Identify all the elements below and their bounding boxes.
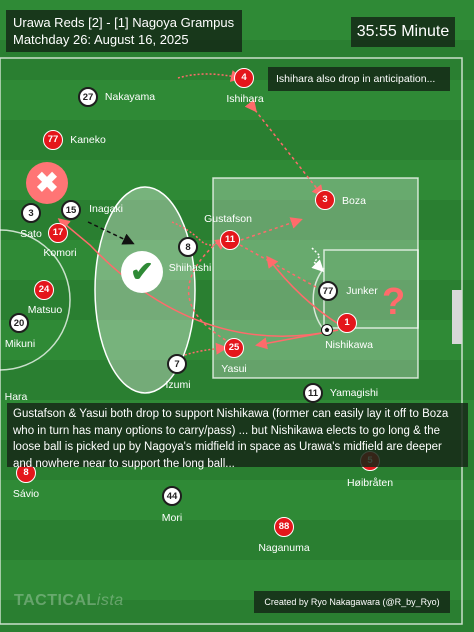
player-gustafson: 11	[220, 230, 240, 250]
player-kaneko: 77	[43, 130, 63, 150]
player-savio-name: Sávio	[12, 488, 40, 500]
tacticalista-logo: TACTICALista	[14, 592, 124, 609]
match-date: Matchday 26: August 16, 2025	[13, 32, 189, 47]
player-ishihara: 4	[234, 68, 254, 88]
player-inagaki: 15	[61, 200, 81, 220]
player-naganuma: 88	[274, 517, 294, 537]
player-naganuma-name: Naganuma	[258, 542, 310, 554]
player-hoibraten-name: Høibråten	[346, 477, 394, 489]
player-izumi-name: Izumi	[165, 379, 191, 391]
player-komori-name: Komori	[43, 247, 77, 259]
player-hara-name: Hara	[4, 391, 28, 403]
player-junker: 77	[318, 281, 338, 301]
x-icon: ✖	[26, 162, 68, 204]
annotation-top: Ishihara also drop in anticipation...	[268, 67, 450, 91]
player-matsuo: 24	[34, 280, 54, 300]
player-yamagishi: 11	[303, 383, 323, 403]
player-kaneko-name: Kaneko	[70, 134, 106, 146]
match-score: Urawa Reds [2] - [1] Nagoya Grampus	[13, 15, 235, 30]
player-yasui-name: Yasui	[221, 363, 247, 375]
caption-text: Gustafson & Yasui both drop to support N…	[7, 403, 468, 470]
player-nishikawa-name: Nishikawa	[325, 339, 373, 351]
player-mikuni-name: Mikuni	[4, 338, 36, 350]
match-title: Urawa Reds [2] - [1] Nagoya Grampus Matc…	[6, 10, 243, 52]
player-mori-name: Mori	[161, 512, 183, 524]
player-shiihashi: 8	[178, 237, 198, 257]
player-yamagishi-name: Yamagishi	[329, 387, 379, 399]
player-boza: 3	[315, 190, 335, 210]
player-sato-name: Sato	[20, 228, 42, 240]
player-inagaki-name: Inagaki	[89, 203, 123, 215]
soccer-ball-icon	[321, 324, 333, 336]
check-icon: ✔	[121, 251, 163, 293]
player-mori: 44	[162, 486, 182, 506]
player-yasui: 25	[224, 338, 244, 358]
player-nakayama: 27	[78, 87, 98, 107]
credit-text: Created by Ryo Nakagawara (@R_by_Ryo)	[254, 591, 450, 613]
player-ishihara-name: Ishihara	[226, 93, 264, 105]
player-komori: 17	[48, 223, 68, 243]
match-clock: 35:55 Minute	[351, 17, 455, 47]
player-matsuo-name: Matsuo	[27, 304, 63, 316]
player-sato: 3	[21, 203, 41, 223]
question-mark-icon: ?	[382, 281, 406, 323]
player-boza-name: Boza	[342, 195, 366, 207]
player-gustafson-name: Gustafson	[204, 213, 252, 225]
player-izumi: 7	[167, 354, 187, 374]
player-nishikawa: 1	[337, 313, 357, 333]
player-shiihashi-name: Shiihashi	[168, 262, 212, 274]
player-nakayama-name: Nakayama	[104, 91, 156, 103]
player-junker-name: Junker	[346, 285, 378, 297]
player-mikuni: 20	[9, 313, 29, 333]
